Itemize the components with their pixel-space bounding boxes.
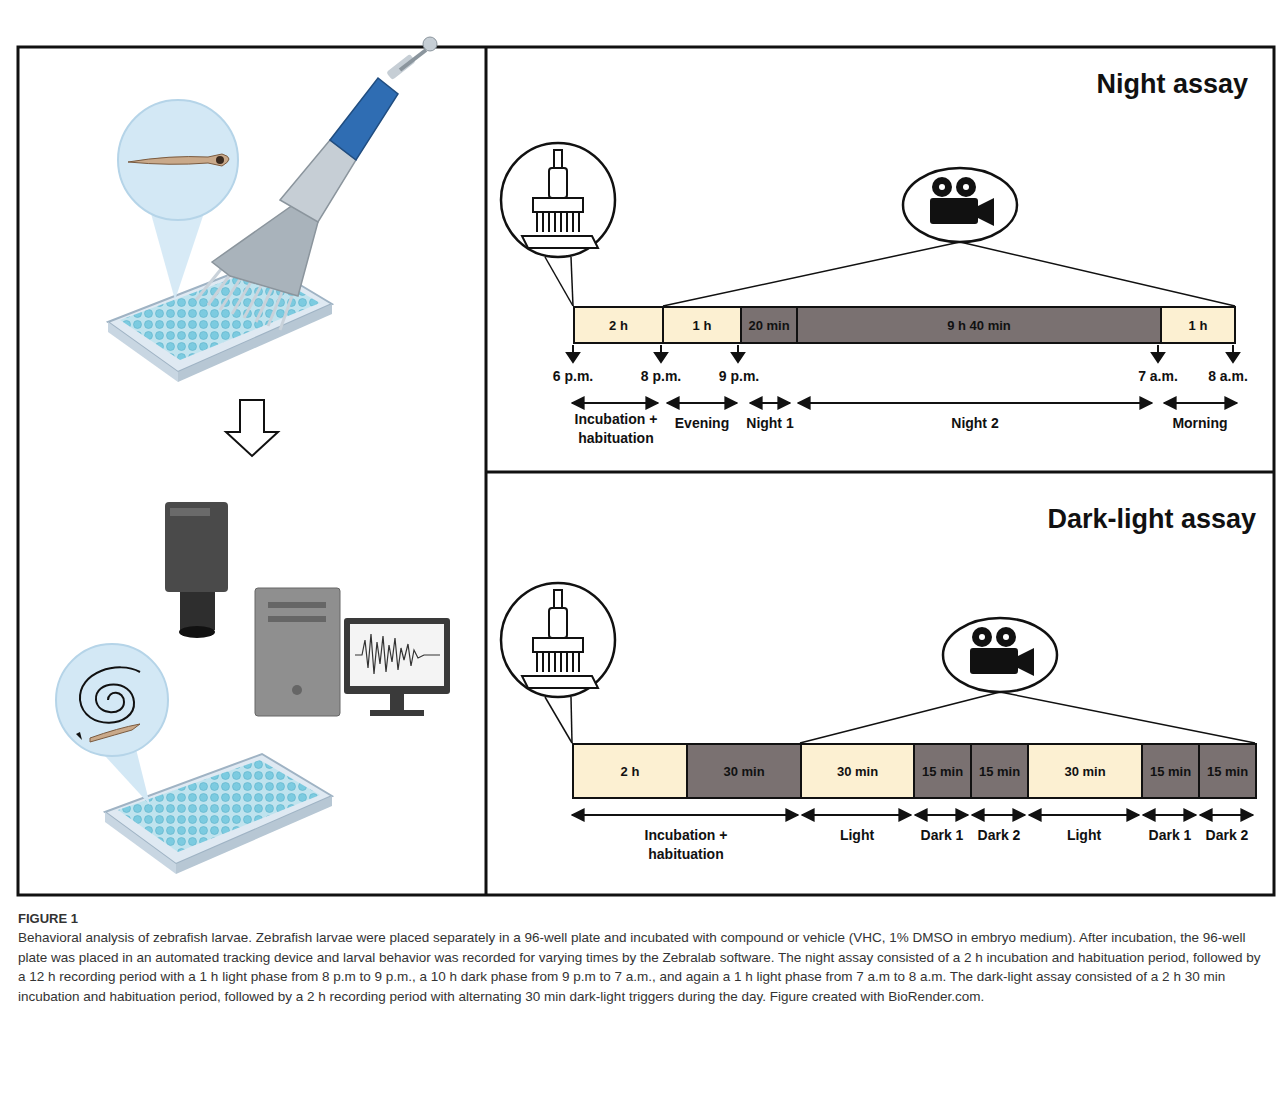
timeline-segment: 15 min (1141, 743, 1200, 799)
phase-label: Incubation + habituation (560, 410, 672, 448)
tracking-camera (165, 502, 228, 638)
segment-duration: 9 h 40 min (947, 318, 1011, 333)
segment-duration: 20 min (748, 318, 789, 333)
segment-duration: 15 min (1207, 764, 1248, 779)
phase-label: Dark 2 (1199, 826, 1255, 845)
timeline-segment: 15 min (970, 743, 1029, 799)
time-label: 7 a.m. (1123, 367, 1193, 386)
figure-caption: Behavioral analysis of zebrafish larvae.… (18, 928, 1262, 1006)
phase-label: Light (1034, 826, 1134, 845)
phase-label: Night 2 (915, 414, 1035, 433)
segment-duration: 1 h (693, 318, 712, 333)
phase-label: Light (807, 826, 907, 845)
time-label: 6 p.m. (538, 367, 608, 386)
panel-title: Dark-light assay (1047, 504, 1256, 535)
timeline-segment: 30 min (1027, 743, 1143, 799)
computer (255, 588, 450, 716)
time-label: 8 p.m. (626, 367, 696, 386)
phase-label: Incubation + habituation (611, 826, 761, 864)
timeline-segment: 2 h (572, 743, 688, 799)
camera-icon (663, 168, 1235, 306)
segment-duration: 15 min (979, 764, 1020, 779)
segment-duration: 1 h (1189, 318, 1208, 333)
figure-number: FIGURE 1 (18, 909, 218, 928)
panel-title: Night assay (1096, 69, 1248, 100)
segment-duration: 30 min (837, 764, 878, 779)
segment-duration: 30 min (1064, 764, 1105, 779)
segment-duration: 15 min (1150, 764, 1191, 779)
timeline-segment: 15 min (1198, 743, 1257, 799)
pipette-icon (501, 583, 615, 743)
phase-label: Dark 1 (914, 826, 970, 845)
timeline-segment: 20 min (740, 306, 798, 344)
timeline-segment: 15 min (913, 743, 972, 799)
phase-label: Dark 2 (971, 826, 1027, 845)
segment-duration: 15 min (922, 764, 963, 779)
timeline-segment: 30 min (686, 743, 802, 799)
phase-label: Morning (1162, 414, 1238, 433)
phase-range (572, 402, 1237, 404)
timeline-segment: 2 h (573, 306, 664, 344)
phase-label: Night 1 (740, 414, 800, 433)
assay-panel: Night assay 2 h 1 h 20 min 9 h 40 min 1 h (486, 47, 1274, 472)
segment-duration: 2 h (621, 764, 640, 779)
segment-duration: 30 min (723, 764, 764, 779)
phase-range (572, 814, 1253, 816)
timeline-segment: 9 h 40 min (796, 306, 1162, 344)
timeline-segment: 1 h (1160, 306, 1236, 344)
process-arrow (226, 400, 278, 456)
phase-label: Evening (666, 414, 738, 433)
pipette-icon (501, 143, 615, 306)
timeline-segment: 1 h (662, 306, 742, 344)
larva-bubble (56, 644, 168, 805)
larva-bubble (118, 100, 238, 300)
time-label: 9 p.m. (704, 367, 774, 386)
time-tick (567, 345, 1239, 362)
timeline-segment: 30 min (800, 743, 915, 799)
segment-duration: 2 h (609, 318, 628, 333)
panel-frame (18, 47, 1274, 895)
time-label: 8 a.m. (1196, 367, 1260, 386)
phase-label: Dark 1 (1142, 826, 1198, 845)
camera-icon (800, 618, 1255, 743)
